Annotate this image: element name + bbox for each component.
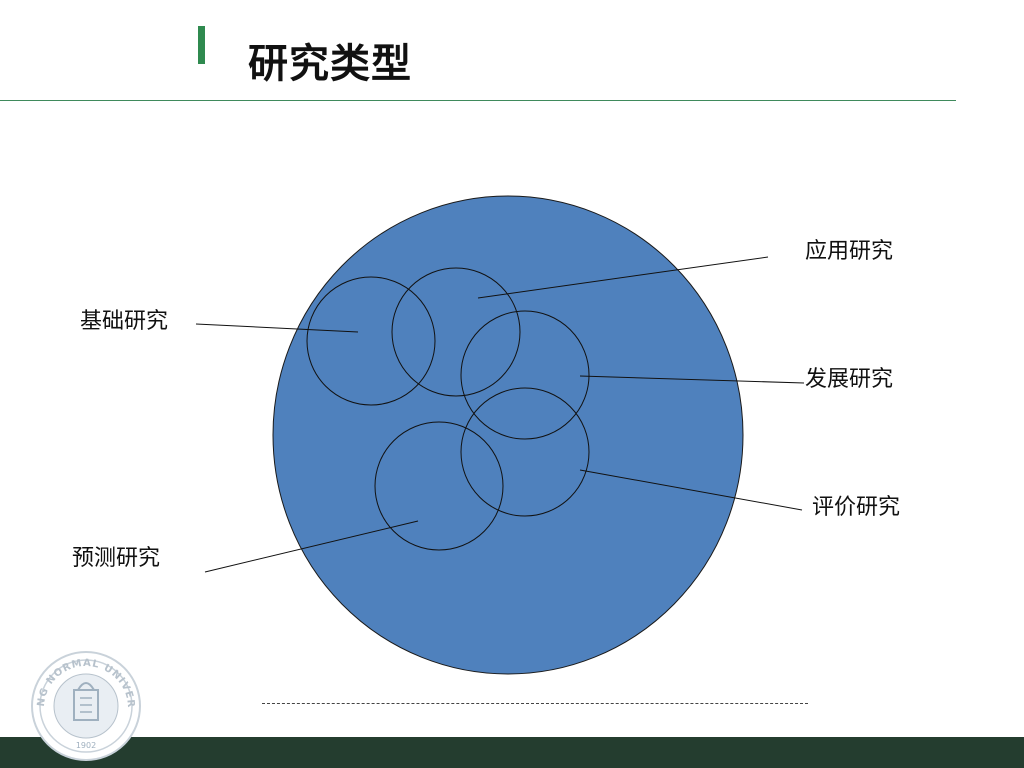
leader-line-prediction bbox=[204, 520, 419, 573]
label-evaluation-research: 评价研究 bbox=[812, 495, 901, 520]
title-divider bbox=[0, 100, 956, 101]
page-title: 研究类型 bbox=[248, 41, 412, 87]
outer-circle bbox=[272, 195, 744, 675]
inner-circle-development bbox=[460, 310, 590, 440]
label-development-research: 发展研究 bbox=[805, 367, 894, 392]
title-accent-bar bbox=[198, 26, 205, 64]
leader-line-applied bbox=[477, 256, 769, 299]
footer-dashed-divider bbox=[262, 703, 808, 704]
university-seal-icon: BEIJING NORMAL UNIVERSITY 1902 bbox=[30, 650, 141, 761]
label-applied-research: 应用研究 bbox=[805, 239, 894, 264]
inner-circle-applied bbox=[391, 267, 521, 397]
footer-band bbox=[0, 737, 1024, 768]
leader-line-evaluation bbox=[579, 469, 803, 511]
inner-circle-prediction bbox=[374, 421, 504, 551]
leader-line-basic bbox=[195, 323, 359, 333]
label-prediction-research: 预测研究 bbox=[72, 546, 161, 571]
inner-circle-basic bbox=[306, 276, 436, 406]
leader-line-development bbox=[579, 375, 805, 384]
label-basic-research: 基础研究 bbox=[80, 309, 169, 334]
logo-year: 1902 bbox=[76, 741, 96, 750]
inner-circle-evaluation bbox=[460, 387, 590, 517]
